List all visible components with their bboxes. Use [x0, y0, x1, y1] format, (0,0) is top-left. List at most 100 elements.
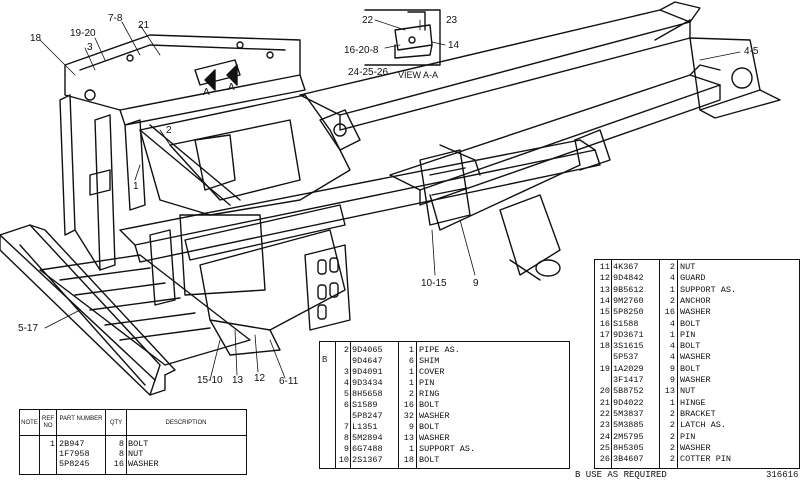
header-note: NOTE	[21, 420, 38, 426]
cell-ref: 6	[343, 400, 349, 410]
cell-ref: 7	[343, 422, 349, 432]
cell-ref: 18	[599, 341, 610, 352]
cell-desc: WASHER	[680, 442, 711, 453]
cell-desc: RING	[419, 389, 440, 399]
cell-part: 1A2029	[613, 363, 644, 374]
cell-part: 9D4065	[352, 345, 383, 355]
cell-qty: 8	[118, 449, 124, 459]
cell-qty: 2	[669, 454, 675, 465]
cell-part: 5M3837	[613, 408, 644, 419]
cell-desc: COVER	[419, 367, 445, 377]
cell-part: 8H5305	[613, 442, 644, 453]
cell-ref: 4	[343, 378, 349, 388]
callout-10-15: 10-15	[421, 278, 447, 289]
cell-ref: 16	[599, 318, 610, 329]
cell-desc: PIPE AS.	[419, 345, 460, 355]
cell-ref: 24	[599, 431, 610, 442]
cell-ref: 8	[343, 433, 349, 443]
cell-part: 9D3671	[613, 329, 644, 340]
cell-part: 2B947	[59, 439, 85, 449]
cell-ref: 21	[599, 397, 610, 408]
cell-ref: 23	[599, 420, 610, 431]
callout-23: 23	[446, 15, 458, 26]
parts-table-left: NOTE REF NO PART NUMBER QTY DESCRIPTION …	[19, 409, 247, 475]
cell-desc: NUT	[680, 386, 696, 397]
cell-part: 9B5612	[613, 284, 644, 295]
cell-part: 2M5795	[613, 431, 644, 442]
cell-desc: SUPPORT AS.	[680, 284, 737, 295]
left-uprights	[59, 94, 241, 271]
callout-5-17: 5-17	[18, 323, 39, 334]
cell-qty: 4	[669, 352, 675, 363]
cell-desc: GUARD	[680, 273, 706, 284]
cell-qty: 1	[669, 284, 675, 295]
callout-7-8: 7-8	[108, 13, 123, 24]
cell-part: 4K367	[613, 262, 639, 272]
cell-desc: WASHER	[419, 411, 450, 421]
drawing-number: 316616	[766, 470, 799, 480]
cell-part: 5P537	[613, 352, 639, 363]
callout-section-a-left: A	[203, 87, 210, 98]
cell-ref: 3	[343, 367, 349, 377]
cell-qty: 1	[669, 329, 675, 340]
cell-desc: WASHER	[680, 307, 711, 318]
callout-14: 14	[448, 40, 460, 51]
callout-18: 18	[30, 33, 42, 44]
top-plate	[64, 34, 306, 126]
cell-part: 5M3885	[613, 420, 644, 431]
cell-ref: 9	[343, 444, 349, 454]
center-bracket	[419, 144, 481, 226]
cell-ref: 19	[599, 363, 610, 374]
floor-plate	[39, 254, 251, 366]
cell-qty: 2	[669, 420, 675, 431]
callout-22: 22	[362, 15, 374, 26]
cell-ref: 2	[343, 345, 349, 355]
callout-15-10: 15-10	[197, 375, 223, 386]
cell-desc: PIN	[419, 378, 435, 388]
cell-part: L1351	[352, 422, 378, 432]
callout-12: 12	[254, 373, 266, 384]
cell-part: 9D3434	[352, 378, 383, 388]
cell-qty: 2	[669, 262, 675, 272]
cell-desc: NUT	[680, 262, 696, 272]
cell-part: 8H5658	[352, 389, 383, 399]
cell-ref: 17	[599, 329, 610, 340]
callout-24-25-26: 24-25-26	[348, 67, 389, 78]
cell-desc: SUPPORT AS.	[419, 444, 476, 454]
cell-ref: 10	[338, 455, 349, 465]
cell-qty: 16	[113, 459, 124, 469]
front-crossmember	[0, 224, 176, 396]
callout-section-a-right: A	[228, 82, 235, 93]
leader-lines	[39, 19, 741, 381]
callout-2: 2	[166, 125, 172, 136]
cell-qty: 2	[408, 389, 414, 399]
cell-ref: 15	[599, 307, 610, 318]
cell-desc: BOLT	[128, 439, 149, 449]
cell-desc: COTTER PIN	[680, 454, 732, 465]
cell-qty: 13	[664, 386, 675, 397]
header-ref-no: REF NO	[42, 416, 54, 429]
footer-note: B USE AS REQUIRED	[575, 470, 667, 480]
cell-part: 1F7958	[59, 449, 90, 459]
cell-part: 9D4091	[352, 367, 383, 377]
cell-part: 5P8250	[613, 307, 644, 318]
cell-qty: 13	[403, 433, 414, 443]
cell-ref: 14	[599, 295, 610, 306]
section-arrows	[204, 64, 238, 91]
cell-desc: BOLT	[680, 363, 701, 374]
cell-ref: 22	[599, 408, 610, 419]
